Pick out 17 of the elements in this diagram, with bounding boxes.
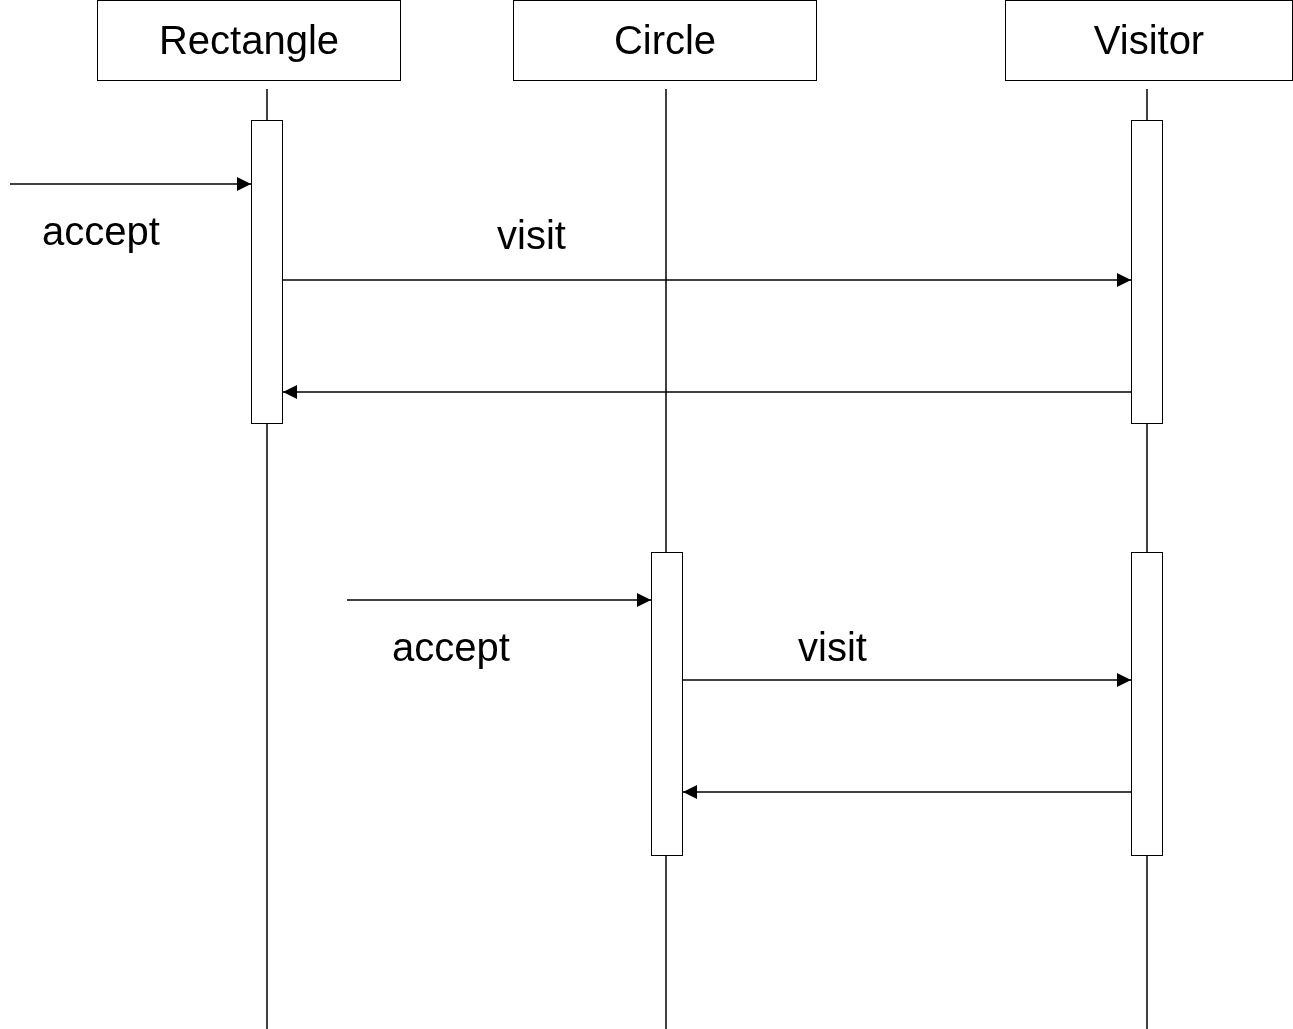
activation-bar: [251, 120, 283, 424]
participant-box: Visitor: [1005, 0, 1293, 81]
activation-bar: [651, 552, 683, 856]
arrow: [282, 273, 1132, 287]
participant-box: Rectangle: [97, 0, 401, 81]
activation-bar: [1131, 120, 1163, 424]
activation-bar: [1131, 552, 1163, 856]
edge-label: visit: [798, 624, 867, 670]
arrow: [682, 673, 1132, 687]
edge-label: accept: [42, 208, 160, 254]
edge-label: visit: [497, 212, 566, 258]
arrow: [9, 177, 252, 191]
arrow: [346, 593, 652, 607]
arrow: [682, 785, 1132, 799]
arrow: [282, 385, 1132, 399]
participant-box: Circle: [513, 0, 817, 81]
edge-label: accept: [392, 624, 510, 670]
